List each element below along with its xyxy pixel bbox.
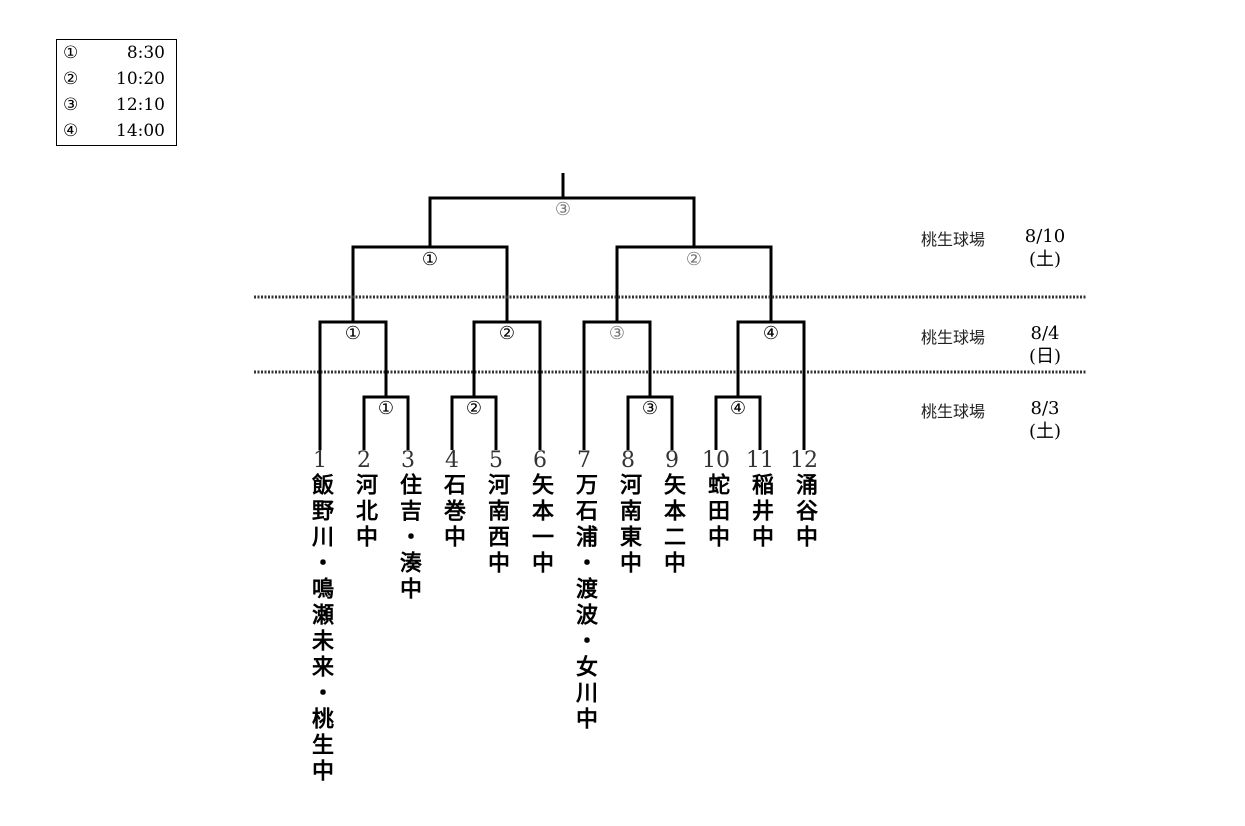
venue-label: 桃生球場 [921, 328, 986, 347]
date-text: 8/3 [1030, 398, 1060, 419]
round2-connector [318, 320, 388, 450]
game-marker: ① [63, 43, 79, 63]
team-seed: 11 [746, 448, 774, 473]
round1-game-marker: ③ [641, 398, 659, 419]
day-text: (日) [1028, 346, 1062, 367]
semi-connector-left [351, 245, 509, 322]
venue-label: 桃生球場 [921, 402, 986, 421]
team-seed: 12 [790, 448, 818, 473]
team-seed: 1 [313, 448, 327, 473]
round2-game-marker: ③ [608, 323, 626, 344]
round-date: 8/4 (日) [1018, 322, 1072, 368]
team-seed: 6 [533, 448, 547, 473]
team-name: 住吉・湊中 [396, 473, 421, 603]
round1-connector [450, 395, 498, 450]
schedule-row: ③ 12:10 [57, 92, 176, 118]
team-name: 蛇田中 [704, 473, 729, 551]
round1-game-marker: ④ [729, 398, 747, 419]
team-seed: 4 [445, 448, 459, 473]
team-seed: 7 [577, 448, 591, 473]
game-marker: ③ [63, 95, 79, 115]
round2-game-marker: ① [344, 323, 362, 344]
schedule-row: ② 10:20 [57, 66, 176, 92]
semi-game-marker: ② [685, 249, 703, 270]
game-time: 10:20 [116, 69, 165, 89]
team-name: 万石浦・渡波・女川中 [572, 473, 597, 733]
game-marker: ② [63, 69, 79, 89]
round2-connector [582, 320, 652, 450]
game-marker: ④ [63, 121, 79, 141]
schedule-row: ① 8:30 [57, 40, 176, 66]
team-seed: 9 [665, 448, 679, 473]
team-name: 河南東中 [616, 473, 641, 577]
round-date: 8/3 (土) [1018, 397, 1072, 443]
team-seed: 8 [621, 448, 635, 473]
team-name: 稲井中 [748, 473, 773, 551]
team-name: 河北中 [352, 473, 377, 551]
game-time: 8:30 [126, 43, 165, 63]
round-date: 8/10 (土) [1018, 225, 1072, 271]
game-time: 14:00 [116, 121, 165, 141]
team-name: 矢本一中 [528, 473, 553, 577]
final-connector [428, 173, 696, 247]
schedule-row: ④ 14:00 [57, 118, 176, 144]
team-name: 涌谷中 [792, 473, 817, 551]
team-name: 河南西中 [484, 473, 509, 577]
semi-connector-right [615, 245, 773, 322]
date-text: 8/4 [1030, 323, 1060, 344]
day-text: (土) [1028, 249, 1062, 270]
team-seed: 10 [702, 448, 730, 473]
venue-label: 桃生球場 [921, 230, 986, 249]
date-text: 8/10 [1024, 226, 1066, 247]
game-time: 12:10 [116, 95, 165, 115]
round1-connector [362, 395, 410, 450]
round1-connector [714, 395, 762, 450]
round1-game-marker: ① [377, 398, 395, 419]
round1-game-marker: ② [465, 398, 483, 419]
team-name: 石巻中 [440, 473, 465, 551]
team-seed: 3 [401, 448, 415, 473]
team-name: 飯野川・鳴瀬未来・桃生中 [308, 473, 333, 785]
round2-connector [736, 320, 806, 450]
schedule-legend: ① 8:30 ② 10:20 ③ 12:10 ④ 14:00 [56, 39, 177, 146]
semi-game-marker: ① [421, 249, 439, 270]
round1-connector [626, 395, 674, 450]
day-text: (土) [1028, 421, 1062, 442]
round2-connector [472, 320, 542, 450]
team-seed: 2 [357, 448, 371, 473]
team-seed: 5 [489, 448, 503, 473]
round2-game-marker: ④ [762, 323, 780, 344]
team-name: 矢本二中 [660, 473, 685, 577]
final-game-marker: ③ [554, 199, 572, 220]
round2-game-marker: ② [498, 323, 516, 344]
